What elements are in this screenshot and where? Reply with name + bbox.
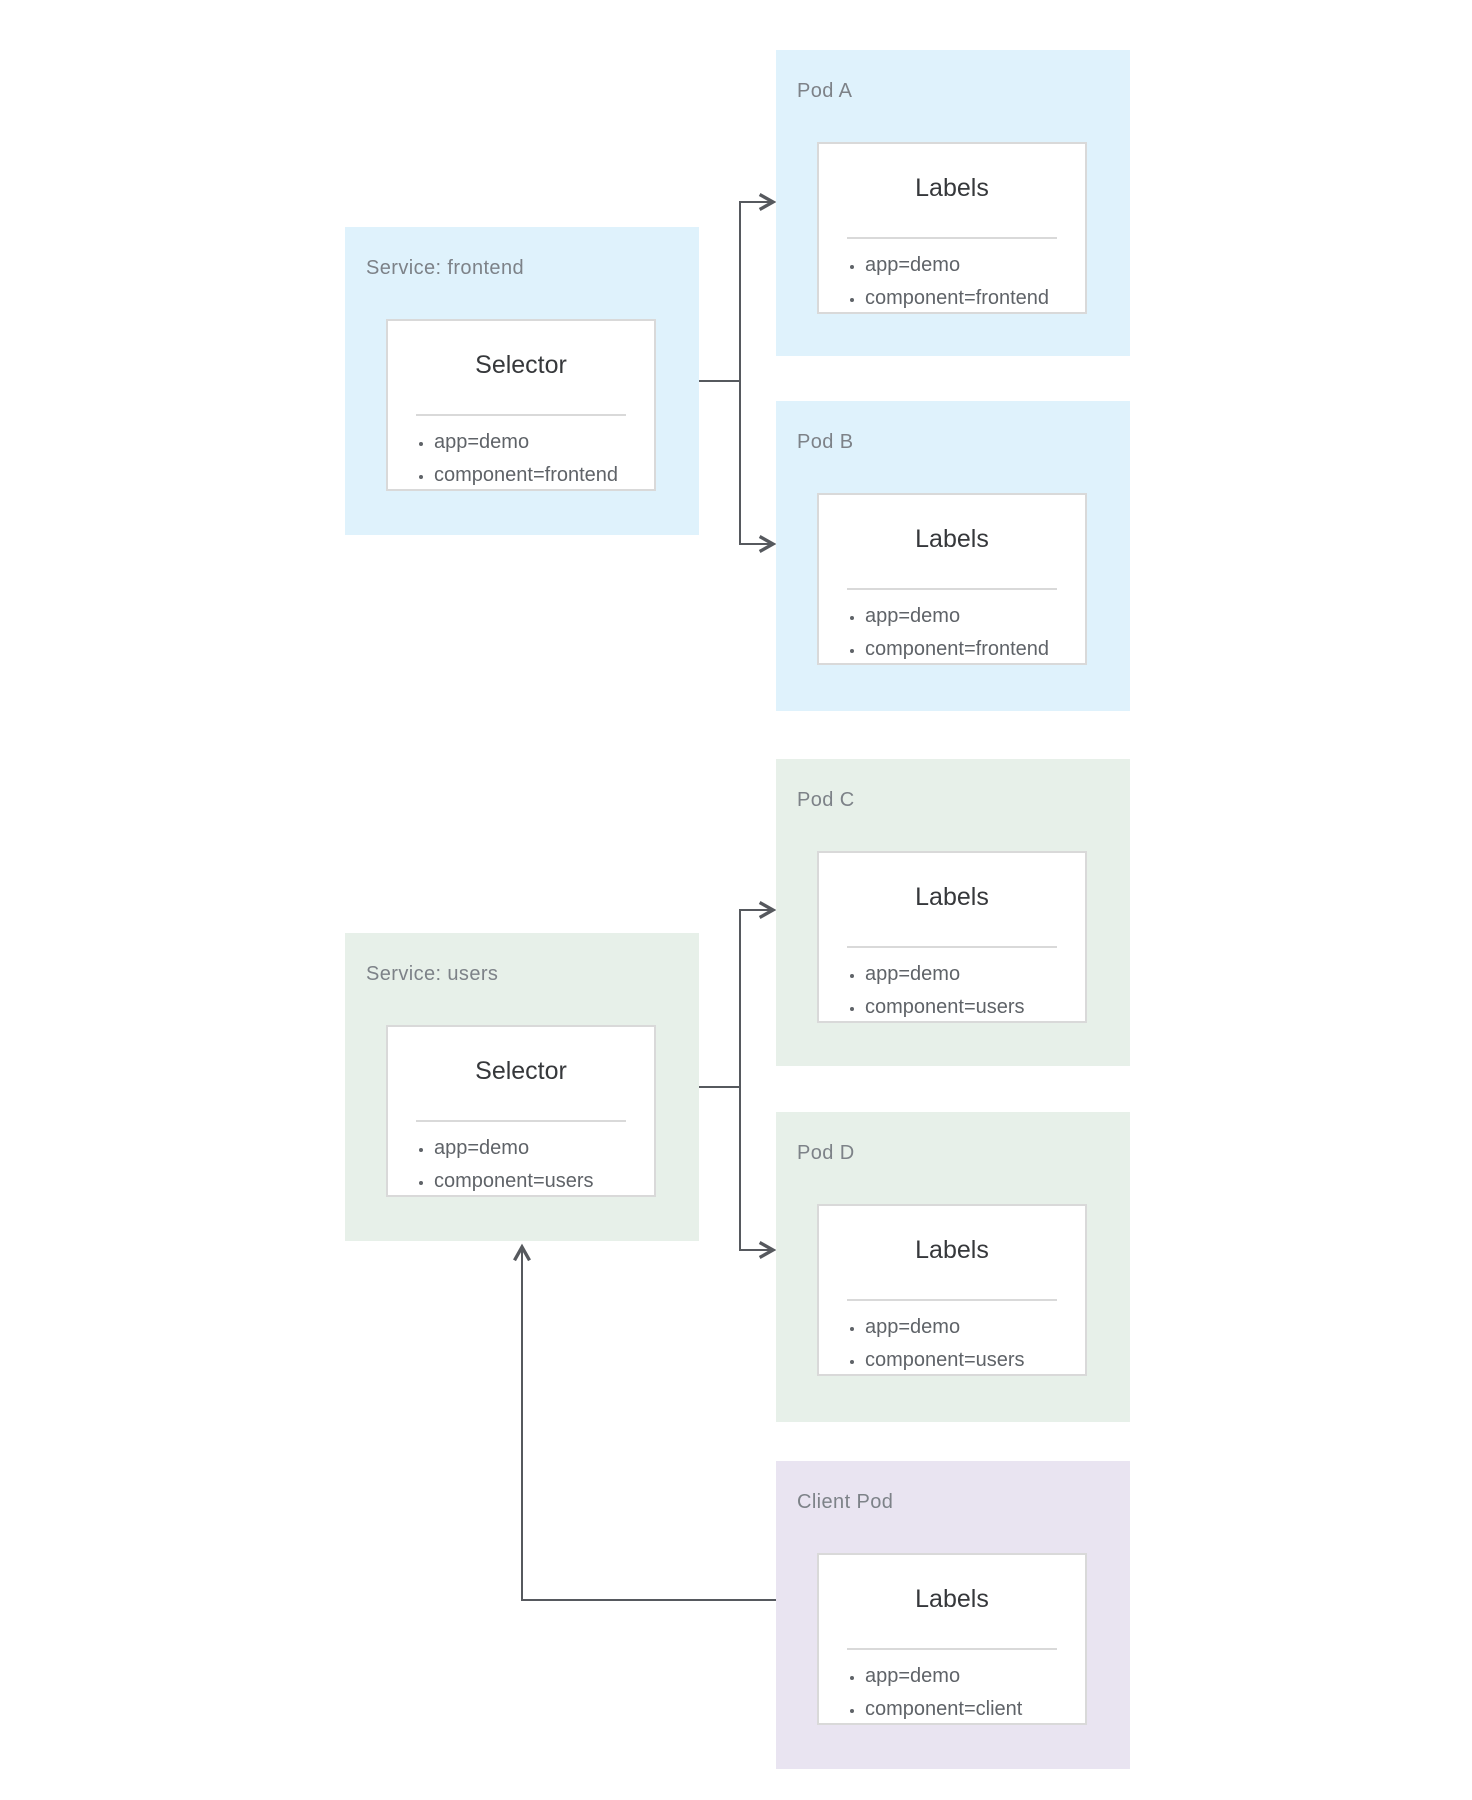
label-item: component=frontend xyxy=(865,284,1085,313)
label-item: app=demo xyxy=(434,428,654,457)
label-list: app=demo component=users xyxy=(819,960,1085,1022)
label-item: component=users xyxy=(865,993,1085,1022)
label-item: app=demo xyxy=(865,251,1085,280)
labels-card: Labels app=demo component=users xyxy=(817,851,1087,1023)
node-title: Pod A xyxy=(797,80,853,102)
card-divider xyxy=(847,1648,1057,1650)
label-item: component=client xyxy=(865,1695,1085,1724)
card-heading: Labels xyxy=(915,525,989,553)
label-list: app=demo component=frontend xyxy=(388,428,654,490)
pod-d-node: Pod D Labels app=demo component=users xyxy=(776,1112,1130,1422)
service-frontend-node: Service: frontend Selector app=demo comp… xyxy=(345,227,699,535)
card-divider xyxy=(416,414,626,416)
label-list: app=demo component=users xyxy=(388,1134,654,1196)
label-item: app=demo xyxy=(865,1313,1085,1342)
client-pod-node: Client Pod Labels app=demo component=cli… xyxy=(776,1461,1130,1769)
node-title: Pod B xyxy=(797,431,854,453)
labels-card: Labels app=demo component=frontend xyxy=(817,493,1087,665)
connector-frontend-to-pod-b xyxy=(739,381,773,544)
card-divider xyxy=(847,1299,1057,1301)
labels-card: Labels app=demo component=frontend xyxy=(817,142,1087,314)
node-title: Service: frontend xyxy=(366,257,524,279)
pod-c-node: Pod C Labels app=demo component=users xyxy=(776,759,1130,1066)
label-list: app=demo component=client xyxy=(819,1662,1085,1724)
label-item: component=users xyxy=(865,1346,1085,1375)
connector-users-to-pod-d xyxy=(739,1087,773,1250)
card-heading: Labels xyxy=(915,883,989,911)
card-heading: Selector xyxy=(475,1057,567,1085)
connector-users-to-pod-c xyxy=(697,910,773,1088)
label-item: app=demo xyxy=(434,1134,654,1163)
label-item: app=demo xyxy=(865,1662,1085,1691)
card-divider xyxy=(847,946,1057,948)
pod-b-node: Pod B Labels app=demo component=frontend xyxy=(776,401,1130,711)
label-item: component=frontend xyxy=(865,635,1085,664)
card-divider xyxy=(416,1120,626,1122)
labels-card: Labels app=demo component=client xyxy=(817,1553,1087,1725)
selector-card: Selector app=demo component=frontend xyxy=(386,319,656,491)
node-title: Pod C xyxy=(797,789,855,811)
selector-card: Selector app=demo component=users xyxy=(386,1025,656,1197)
label-item: component=users xyxy=(434,1167,654,1196)
card-heading: Labels xyxy=(915,174,989,202)
label-list: app=demo component=frontend xyxy=(819,602,1085,664)
connector-frontend-to-pod-a xyxy=(697,202,773,382)
label-item: app=demo xyxy=(865,602,1085,631)
card-divider xyxy=(847,588,1057,590)
labels-card: Labels app=demo component=users xyxy=(817,1204,1087,1376)
pod-a-node: Pod A Labels app=demo component=frontend xyxy=(776,50,1130,356)
card-heading: Labels xyxy=(915,1585,989,1613)
label-list: app=demo component=users xyxy=(819,1313,1085,1375)
card-heading: Labels xyxy=(915,1236,989,1264)
label-list: app=demo component=frontend xyxy=(819,251,1085,313)
card-divider xyxy=(847,237,1057,239)
label-item: app=demo xyxy=(865,960,1085,989)
node-title: Service: users xyxy=(366,963,499,985)
node-title: Pod D xyxy=(797,1142,855,1164)
card-heading: Selector xyxy=(475,351,567,379)
connector-client-to-service-users xyxy=(522,1247,776,1601)
service-users-node: Service: users Selector app=demo compone… xyxy=(345,933,699,1241)
node-title: Client Pod xyxy=(797,1491,894,1513)
label-item: component=frontend xyxy=(434,461,654,490)
